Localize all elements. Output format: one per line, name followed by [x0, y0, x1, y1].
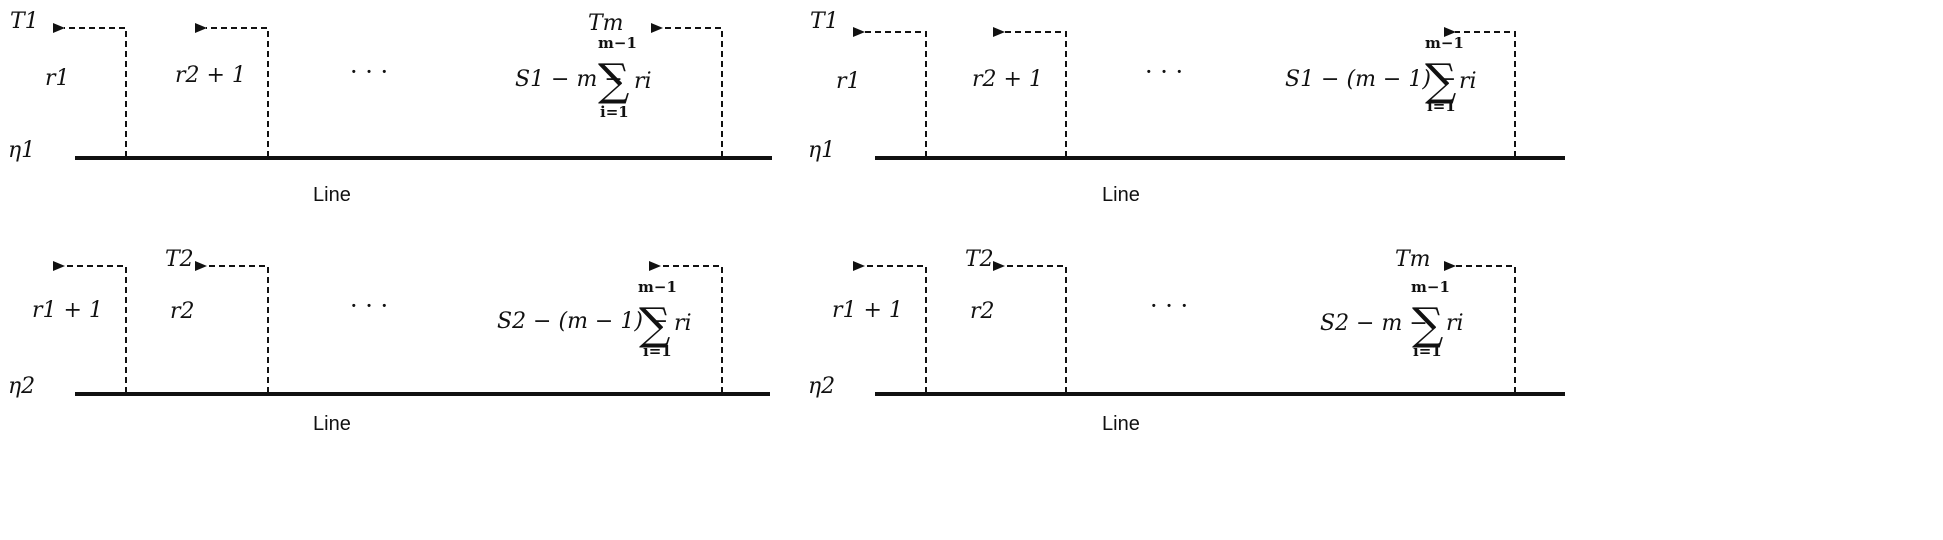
- sum-upper-limit: m−1: [638, 278, 677, 296]
- expr-suffix: ri: [634, 69, 652, 94]
- cell-1-label: r1: [45, 66, 70, 91]
- cell-1-label: r1: [836, 69, 861, 94]
- dashed-arrow-1: [53, 261, 127, 393]
- sum-symbol: ∑: [1425, 55, 1456, 106]
- expr-prefix: S2 − m −: [1320, 311, 1428, 336]
- sum-symbol: ∑: [1412, 299, 1443, 350]
- t1-label: T1: [810, 9, 839, 34]
- dashed-arrow-2: [993, 27, 1067, 157]
- cell-1-label: r1 + 1: [32, 298, 103, 323]
- dashed-arrow-1: [853, 27, 927, 157]
- tm-label: Tm: [588, 11, 624, 36]
- sum-symbol: ∑: [598, 55, 629, 106]
- sum-lower-limit: i=1: [1427, 97, 1456, 115]
- t2-label: T2: [165, 247, 194, 272]
- sum-upper-limit: m−1: [598, 34, 637, 52]
- expr-suffix: ri: [1459, 69, 1477, 94]
- ellipsis: · · ·: [350, 292, 388, 320]
- line-label: Line: [1102, 413, 1140, 435]
- line-label: Line: [1102, 184, 1140, 206]
- tm-label: Tm: [1395, 247, 1431, 272]
- sum-symbol: ∑: [639, 299, 670, 350]
- expr-prefix: S1 − m −: [515, 67, 623, 92]
- dashed-arrow-2: [195, 261, 269, 393]
- dashed-arrow-3: [649, 261, 723, 393]
- eta-label: η1: [8, 138, 35, 163]
- t2-label: T2: [965, 247, 994, 272]
- dashed-arrow-3: [1444, 261, 1516, 393]
- dashed-arrow-3: [651, 23, 723, 157]
- panel-bottom-right: T2 Tm r1 + 1 r2 · · · S2 − m − m−1 ∑ i=1…: [808, 247, 1565, 435]
- dashed-arrow-2: [993, 261, 1067, 393]
- dashed-arrow-3: [1444, 27, 1516, 157]
- cell-2-label: r2 + 1: [175, 63, 246, 88]
- cell-2-label: r2: [970, 299, 995, 324]
- cell-1-label: r1 + 1: [832, 298, 903, 323]
- expr-prefix: S2 − (m − 1) −: [497, 309, 668, 334]
- ellipsis: · · ·: [350, 58, 388, 86]
- dashed-arrow-1: [853, 261, 927, 393]
- ellipsis: · · ·: [1150, 292, 1188, 320]
- sum-lower-limit: i=1: [1413, 342, 1442, 360]
- panel-top-right: T1 r1 r2 + 1 · · · S1 − (m − 1) − m−1 ∑ …: [808, 9, 1565, 206]
- t1-label: T1: [10, 9, 39, 34]
- line-label: Line: [313, 413, 351, 435]
- cell-2-label: r2: [170, 299, 195, 324]
- dashed-arrow-2: [195, 23, 269, 157]
- expr-suffix: ri: [1446, 311, 1464, 336]
- sum-upper-limit: m−1: [1411, 278, 1450, 296]
- sum-lower-limit: i=1: [600, 103, 629, 121]
- eta-label: η1: [808, 138, 835, 163]
- sum-upper-limit: m−1: [1425, 34, 1464, 52]
- eta-label: η2: [8, 374, 35, 399]
- panel-top-left: T1 r1 r2 + 1 · · · S1 − m − Tm m−1 ∑ i=1…: [8, 9, 772, 206]
- eta-label: η2: [808, 374, 835, 399]
- dashed-arrow-1: [53, 23, 127, 157]
- ellipsis: · · ·: [1145, 58, 1183, 86]
- sum-lower-limit: i=1: [643, 342, 672, 360]
- expr-prefix: S1 − (m − 1) −: [1285, 67, 1456, 92]
- line-label: Line: [313, 184, 351, 206]
- expr-suffix: ri: [674, 311, 692, 336]
- cell-2-label: r2 + 1: [972, 67, 1043, 92]
- panel-bottom-left: T2 r1 + 1 r2 · · · S2 − (m − 1) − m−1 ∑ …: [8, 247, 770, 435]
